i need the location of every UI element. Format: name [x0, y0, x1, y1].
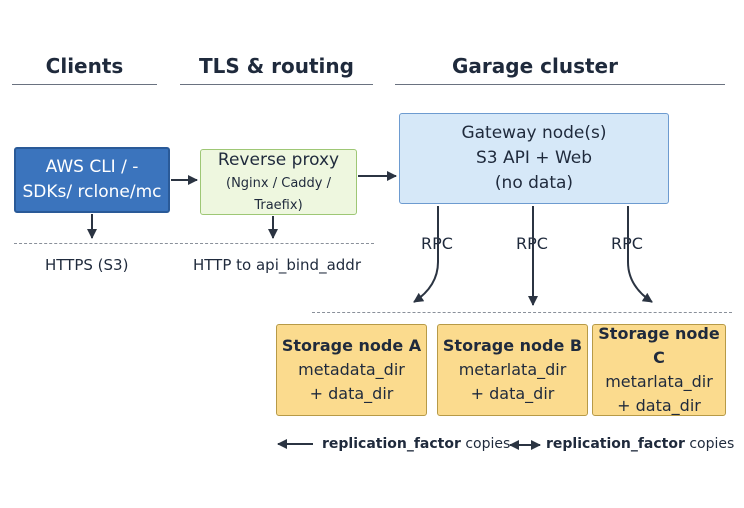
arrow-rpc-node-c: [627, 206, 653, 303]
clients-protocol-note: HTTPS (S3): [45, 256, 129, 274]
storage-node-b-title: Storage node B: [442, 336, 583, 355]
proxy-protocol-note: HTTP to api_bind_addr: [193, 256, 361, 274]
storage-node-c-data: + data_dir: [617, 396, 701, 415]
rpc-label-a: RPC: [421, 234, 453, 253]
reverse-proxy-box: Reverse proxy (Nginx / Caddy / Traefix): [200, 149, 357, 215]
storage-node-c: Storage node C metarlata_dir + data_dir: [592, 324, 726, 416]
replication-legend-left: replication_factor copies: [322, 436, 510, 452]
replication-legend-left-suffix: copies: [460, 436, 511, 452]
replication-legend-right-term: replication_factor: [546, 436, 685, 452]
storage-node-b-meta: metarlata_dir: [458, 360, 567, 379]
column-divider-garage-cluster: [395, 84, 725, 85]
storage-node-a-title: Storage node A: [281, 336, 422, 355]
storage-node-a-meta: metadata_dir: [298, 360, 405, 379]
gateway-box-line2: S3 API + Web: [475, 148, 593, 168]
storage-dashed-separator: [312, 312, 732, 313]
rpc-label-b: RPC: [516, 234, 548, 253]
clients-box: AWS CLI / - SDKs/ rclone/mc: [14, 147, 170, 213]
storage-node-a-data: + data_dir: [309, 384, 394, 403]
gateway-box-line1: Gateway node(s): [461, 123, 607, 143]
clients-dashed-separator: [14, 243, 374, 244]
gateway-box-line3: (no data): [494, 173, 574, 193]
column-divider-tls-routing: [180, 84, 373, 85]
column-title-clients: Clients: [45, 54, 124, 78]
storage-node-c-title: Storage node C: [598, 324, 720, 367]
column-title-tls-routing: TLS & routing: [199, 54, 354, 78]
column-divider-clients: [12, 84, 157, 85]
storage-node-b: Storage node B metarlata_dir + data_dir: [437, 324, 588, 416]
gateway-box: Gateway node(s) S3 API + Web (no data): [399, 113, 669, 204]
reverse-proxy-examples: (Nginx / Caddy / Traefix): [226, 176, 331, 213]
replication-legend-left-term: replication_factor: [322, 436, 461, 452]
storage-node-b-data: + data_dir: [470, 384, 555, 403]
storage-node-c-meta: metarlata_dir: [605, 372, 713, 391]
reverse-proxy-title: Reverse proxy: [217, 150, 340, 170]
arrow-rpc-node-a: [413, 206, 439, 303]
clients-box-line1: AWS CLI / -: [45, 157, 139, 177]
rpc-label-c: RPC: [611, 234, 643, 253]
storage-node-a: Storage node A metadata_dir + data_dir: [276, 324, 427, 416]
column-title-garage-cluster: Garage cluster: [452, 54, 618, 78]
clients-box-line2: SDKs/ rclone/mc: [22, 182, 162, 202]
replication-legend-right-suffix: copies: [684, 436, 735, 452]
replication-legend-right: replication_factor copies: [546, 436, 734, 452]
